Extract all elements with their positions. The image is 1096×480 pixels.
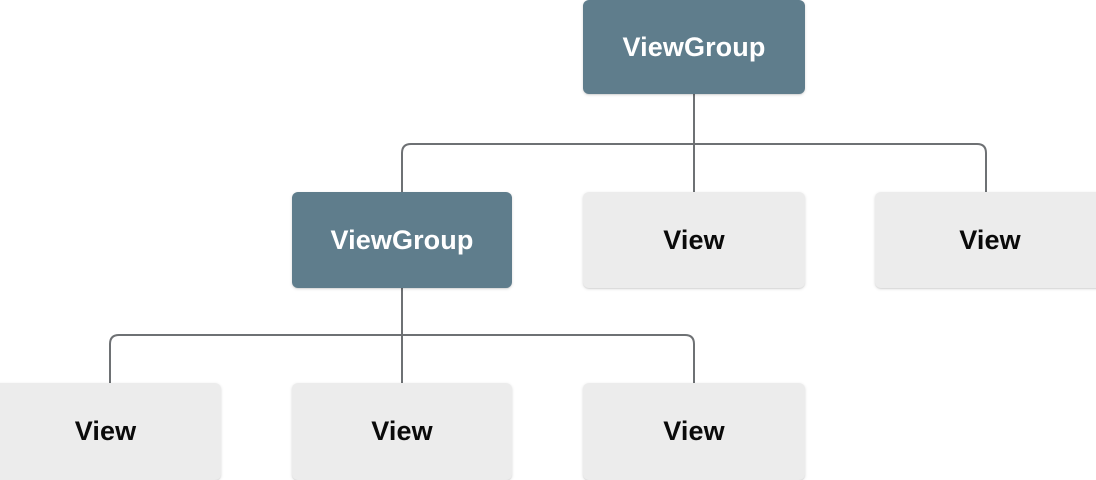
connector-line [402, 334, 695, 383]
node-label: View [663, 224, 725, 255]
node-view-l3-left[interactable]: View [0, 383, 221, 480]
node-view-l3-right[interactable]: View [583, 383, 805, 480]
connector-line [694, 143, 987, 192]
connector-line [401, 143, 694, 192]
node-label: ViewGroup [622, 31, 766, 62]
node-label: View [74, 416, 137, 446]
node-label: ViewGroup [330, 224, 474, 255]
node-viewgroup-root[interactable]: ViewGroup [583, 0, 805, 94]
node-label: View [371, 416, 433, 446]
node-label: View [663, 416, 725, 446]
connector-line [109, 334, 402, 383]
node-label: View [959, 224, 1021, 255]
node-view-l2-middle[interactable]: View [583, 192, 805, 288]
node-view-l2-right[interactable]: View [875, 192, 1096, 288]
node-viewgroup-child[interactable]: ViewGroup [292, 192, 512, 288]
node-view-l3-middle[interactable]: View [292, 383, 512, 480]
